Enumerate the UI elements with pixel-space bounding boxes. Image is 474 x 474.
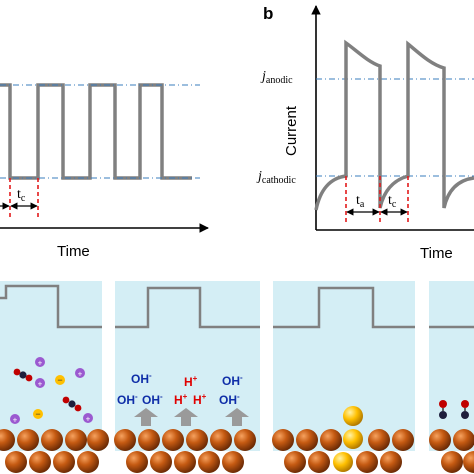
cell-1-cation: + xyxy=(35,378,45,389)
cell-2-upward-arrow xyxy=(134,408,158,426)
panel-b-current-waveform xyxy=(314,39,474,211)
cell-2-ion-flux: OH- OH- OH- OH- OH- H+ H+ H+ xyxy=(114,281,260,473)
cell-1-cation: + xyxy=(75,368,85,379)
cell-3-copper-electrode xyxy=(272,429,414,473)
panel-b-jcathodic-label: jcathodic xyxy=(256,169,296,186)
svg-text:+: + xyxy=(38,359,43,368)
cell-4-co-molecule xyxy=(439,400,447,419)
cell-1-co2-molecule xyxy=(13,368,33,382)
panel-b-letter: b xyxy=(263,4,273,23)
panel-b-x-axis-label: Time xyxy=(420,245,453,262)
cell-3-gold-deposition xyxy=(272,281,415,473)
cell-2-oh-ion: OH- xyxy=(222,373,243,388)
cell-2-oh-ion: OH- xyxy=(117,392,138,407)
cell-4-product-adsorption xyxy=(429,281,474,473)
cell-2-pulse-inset xyxy=(115,286,260,329)
cell-1-electrolyte xyxy=(0,281,102,451)
cell-2-h-ion: H+ xyxy=(174,392,188,407)
cell-2-oh-ion: OH- xyxy=(131,371,152,386)
panel-a-x-axis-label: Time xyxy=(57,243,90,260)
cell-3-electrolyte xyxy=(273,281,415,451)
cell-2-upward-arrow xyxy=(225,408,249,426)
cell-4-copper-electrode xyxy=(429,429,474,473)
cell-1-deposition-start: + + + + + − − xyxy=(0,281,109,473)
panel-a-tc-label: tc xyxy=(17,187,26,204)
svg-text:+: + xyxy=(78,370,83,379)
cell-1-anion: − xyxy=(55,375,65,385)
panel-a: tc Time xyxy=(0,83,209,260)
cell-2-oh-ion: OH- xyxy=(142,392,163,407)
cell-4-co-molecule xyxy=(461,400,469,419)
svg-text:+: + xyxy=(38,380,43,389)
cell-3-gold-particles xyxy=(333,406,363,472)
cell-1-pulse-inset xyxy=(0,284,102,329)
cell-1-anion: − xyxy=(33,409,43,419)
svg-text:−: − xyxy=(57,375,62,385)
cell-2-upward-arrow xyxy=(174,408,198,426)
cell-1-copper-electrode xyxy=(0,429,109,473)
cell-1-co2-molecule-2 xyxy=(62,396,82,412)
panel-b-ta-label: ta xyxy=(356,193,365,210)
panel-b: b Current janodic jcathodic ta tc Time xyxy=(256,4,474,262)
cell-4-electrolyte xyxy=(429,281,474,451)
cell-2-h-ion: H+ xyxy=(193,392,207,407)
svg-text:+: + xyxy=(86,415,91,424)
panel-b-y-axis-label: Current xyxy=(283,105,300,156)
panel-b-tc-label: tc xyxy=(388,193,397,210)
cell-1-cation: + xyxy=(35,357,45,368)
cell-1-cation: + xyxy=(83,413,93,424)
panel-a-pulse-waveform xyxy=(0,83,192,180)
cell-2-copper-electrode xyxy=(114,429,256,473)
svg-text:+: + xyxy=(13,416,18,425)
cell-2-h-ion: H+ xyxy=(184,374,198,389)
cell-3-pulse-inset xyxy=(273,286,415,329)
svg-text:−: − xyxy=(35,409,40,419)
panel-b-janodic-label: janodic xyxy=(260,69,293,86)
cell-1-cation: + xyxy=(10,414,20,425)
cell-2-oh-ion: OH- xyxy=(219,392,240,407)
